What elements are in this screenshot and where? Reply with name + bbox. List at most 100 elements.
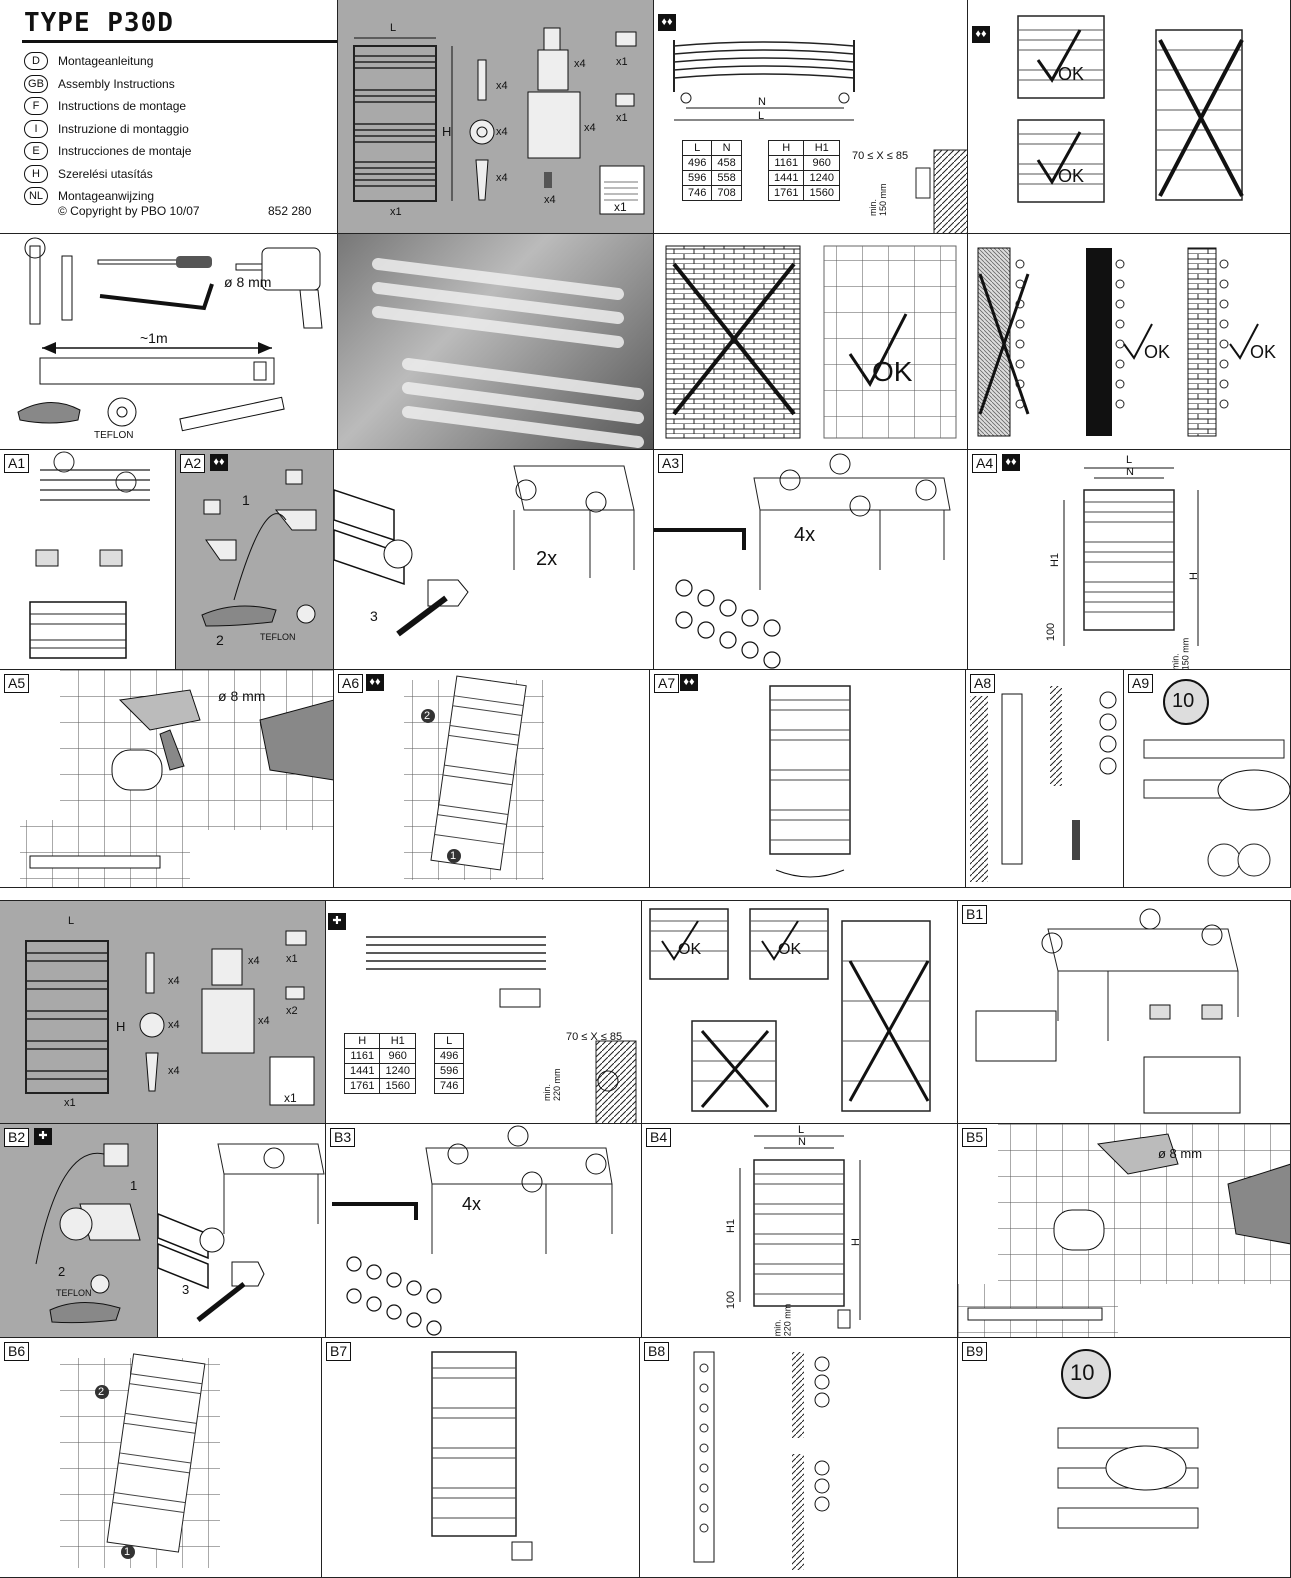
step-number: 1 [242, 492, 250, 508]
title-rule [22, 40, 337, 43]
language-label: Instruzione di montaggio [58, 121, 189, 136]
language-code: I [24, 119, 48, 138]
dim-n: N [758, 96, 766, 108]
ok-label: OK [872, 356, 913, 387]
language-label: Montageanwijzing [58, 189, 155, 204]
qty-cap2: x2 [286, 1005, 298, 1017]
language-item: I Instruzione di montaggio [24, 118, 191, 141]
table-cell: 596 [433, 1063, 465, 1079]
quantity-label: 4x [462, 1194, 482, 1214]
dim-n: N [1126, 466, 1134, 478]
language-code: H [24, 164, 48, 183]
wall-check-panel: OK [654, 234, 968, 450]
qty-screw: x4 [496, 80, 508, 92]
step-a2: A2 ♦♦ 1 2 TEFLON [176, 450, 334, 670]
step-a5: A5 ø 8 mm [0, 670, 334, 888]
step-b4: B4 L N H1 H 100 min. 220 mm [642, 1124, 958, 1338]
ok-label: OK [1058, 64, 1085, 84]
orientation-panel-b: OK OK [642, 900, 958, 1124]
table-cell: 960 [803, 155, 840, 171]
step-b1: B1 [958, 900, 1291, 1124]
step-label: A3 [658, 454, 684, 473]
ok-label: OK [1058, 166, 1085, 186]
ok-label: OK [1144, 342, 1171, 362]
step-label: A6 [338, 674, 364, 693]
water-drop-icon: ♦♦ [1002, 454, 1020, 471]
dim-100: 100 [1045, 622, 1058, 642]
radiator-top-view [673, 40, 967, 233]
ok-label: OK [678, 941, 702, 958]
qty-bolt: x4 [248, 955, 260, 967]
table-cell: 496 [681, 155, 713, 171]
step-b3: B3 4x [326, 1124, 642, 1338]
table-header: N [711, 140, 742, 156]
table-header: H1 [379, 1033, 416, 1049]
drill-size: ø 8 mm [218, 688, 266, 704]
step-b7: B7 [322, 1338, 640, 1578]
table-cell: 746 [433, 1078, 465, 1094]
language-code: GB [24, 74, 48, 93]
language-code: F [24, 97, 48, 116]
water-drop-icon: ♦♦ [658, 14, 676, 31]
min-height: min. 220 mm [772, 1303, 793, 1337]
step-label: B9 [962, 1342, 988, 1361]
step-a9: A9 10 [1124, 670, 1291, 888]
qty-manual: x1 [614, 200, 627, 214]
x-range-label: 70 ≤ X ≤ 85 [566, 1031, 623, 1043]
table-cell: 1761 [767, 185, 805, 201]
step-number: 3 [370, 608, 378, 624]
ok-label: OK [778, 941, 802, 958]
qty-plug: x4 [496, 172, 508, 184]
copyright: © Copyright by PBO 10/07 [58, 204, 200, 218]
table-cell: 1441 [343, 1063, 381, 1079]
dim-label-l: L [68, 915, 75, 927]
step-b2-continued: 3 [158, 1124, 326, 1338]
step-label: A7 [654, 674, 680, 693]
qty-bracket: x4 [258, 1015, 270, 1027]
dim-label-l: L [390, 22, 397, 34]
qty-bracket: x4 [584, 122, 596, 134]
dim-l: L [798, 1124, 805, 1136]
tools-panel: ø 8 mm ~1m TEFLON [0, 234, 338, 450]
qty-radiator: x1 [390, 206, 402, 218]
table-cell: 1560 [379, 1078, 416, 1094]
step-number: 2 [98, 1386, 105, 1398]
step-a3: A3 4x [654, 450, 968, 670]
dim-h1: H1 [1049, 552, 1062, 568]
table-cell: 458 [711, 155, 742, 171]
orientation-drawing [1017, 15, 1244, 203]
drill-size: ø 8 mm [1158, 1146, 1203, 1161]
qty-pin: x4 [544, 194, 556, 206]
parts-panel-b: L H x1 x4 x4 x4 x4 x4 x1 x2 x1 [0, 900, 326, 1124]
wall-material-panel: OK OK [968, 234, 1291, 450]
qty-plug: x4 [168, 1065, 180, 1077]
qty-screw: x4 [168, 975, 180, 987]
dim-l: L [1126, 454, 1133, 466]
qty-washer: x4 [168, 1019, 180, 1031]
step-number: 2 [424, 710, 431, 722]
qty-cap: x1 [616, 56, 628, 68]
dim-100: 100 [725, 1290, 738, 1310]
table-cell: 708 [711, 185, 742, 201]
table-row: 596 [433, 1063, 465, 1079]
water-drop-icon: ♦♦ [210, 454, 228, 471]
dim-h: H [849, 1238, 862, 1246]
table-cell: 1240 [803, 170, 840, 186]
step-label: B3 [330, 1128, 356, 1147]
step-label: A1 [4, 454, 30, 473]
step-a8: A8 [966, 670, 1124, 888]
doc-number: 852 280 [268, 204, 312, 218]
language-label: Instructions de montage [58, 99, 187, 114]
